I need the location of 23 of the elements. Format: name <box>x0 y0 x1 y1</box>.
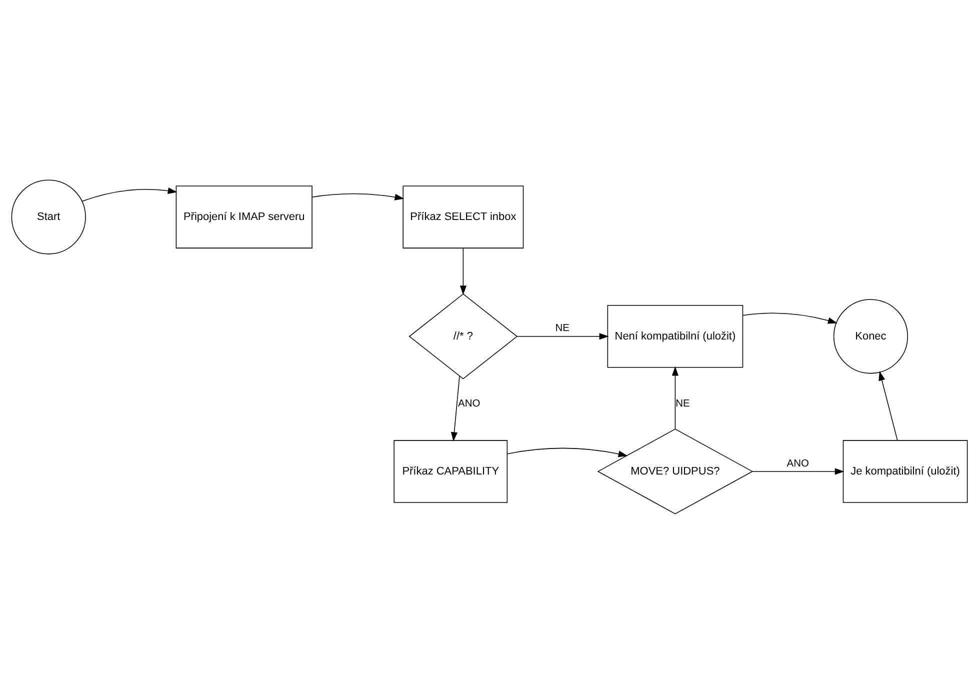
edge-label: ANO <box>458 398 480 410</box>
arrow <box>742 312 838 324</box>
node-box: Je kompatibilní (uložit) <box>842 440 968 502</box>
node-diamond: //* ? <box>408 293 518 379</box>
arrow <box>516 332 609 340</box>
arrow <box>752 468 844 474</box>
arrow <box>460 247 466 295</box>
node-circle: Konec <box>833 298 908 374</box>
node-box: Není kompatibilní (uložit) <box>607 304 744 368</box>
node-circle: Start <box>11 179 86 254</box>
arrow <box>82 186 178 202</box>
arrow <box>672 366 678 429</box>
node-box: Příkaz CAPABILITY <box>394 440 508 502</box>
edge-label: NE <box>676 398 690 410</box>
arrow <box>312 192 404 200</box>
node-diamond: MOVE? UIDPUS? <box>597 428 754 514</box>
edge-label: ANO <box>786 458 809 469</box>
edge-label: NE <box>555 322 570 334</box>
arrow <box>450 375 460 442</box>
node-box: Příkaz SELECT inbox <box>402 185 524 248</box>
arrow <box>506 447 628 457</box>
arrow <box>878 370 898 440</box>
node-box: Připojení k IMAP serveru <box>176 185 312 248</box>
